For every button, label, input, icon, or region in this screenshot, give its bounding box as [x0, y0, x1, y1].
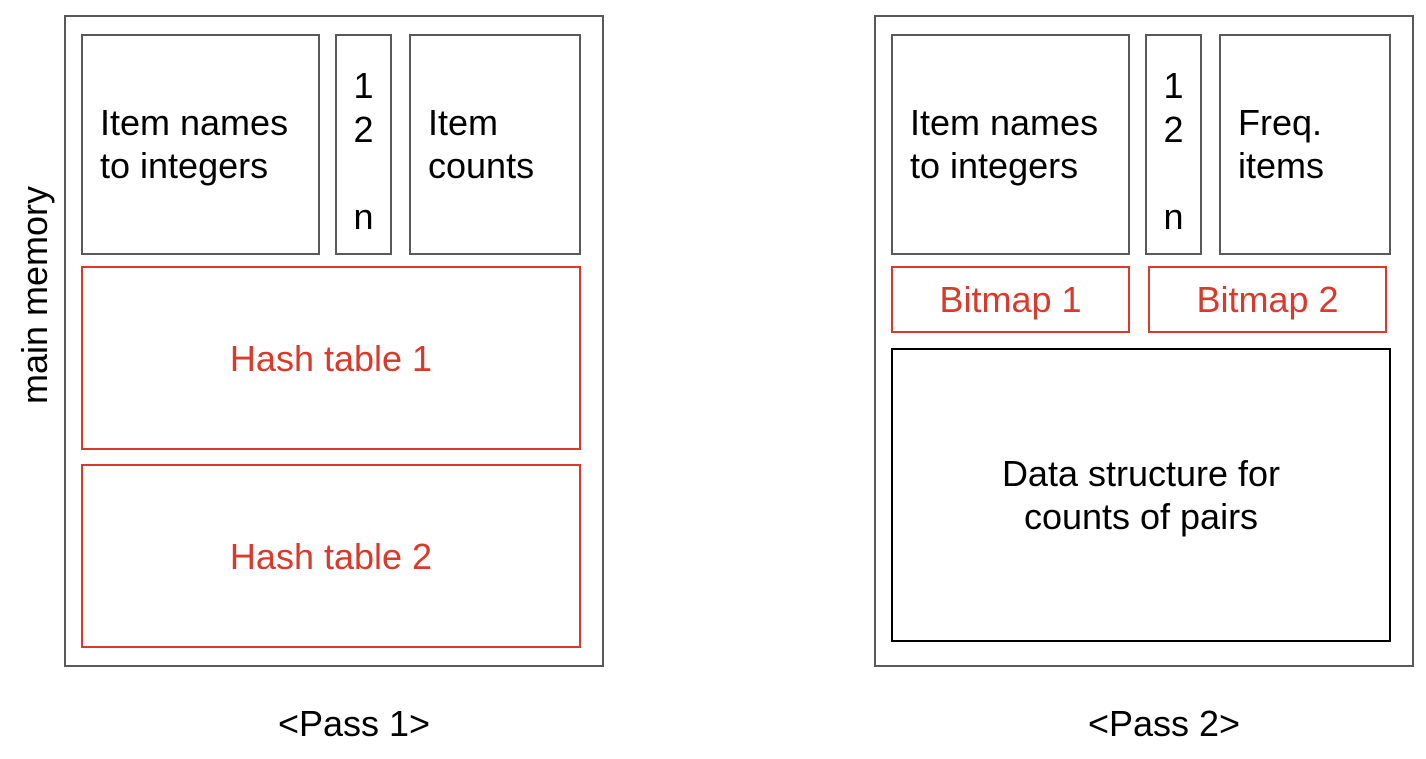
pass1-hash-table-1: Hash table 1: [81, 266, 581, 450]
pass1-index-column: 1 2 n: [335, 34, 392, 255]
pass1-item-counts-line1: Item: [428, 102, 499, 143]
pass2-freq-items-line2: items: [1238, 145, 1325, 186]
pass1-hash-table-2: Hash table 2: [81, 464, 581, 648]
pass2-index-column: 1 2 n: [1145, 34, 1202, 255]
pass1-item-names-line1: Item names: [100, 102, 289, 143]
pass1-item-counts-box: Item counts: [409, 34, 581, 255]
pass1-index-first: 1: [353, 65, 374, 106]
pass1-item-counts-line2: counts: [428, 145, 535, 186]
pass1-index-last: n: [353, 196, 374, 237]
pass2-caption: <Pass 2>: [1087, 702, 1241, 744]
pass2-bitmap-1: Bitmap 1: [891, 266, 1130, 333]
pass2-index-second: 2: [1163, 109, 1184, 150]
pass2-freq-items-line1: Freq.: [1238, 102, 1323, 143]
main-memory-label: main memory: [14, 185, 55, 405]
pass2-item-names-line2: to integers: [910, 145, 1079, 186]
pass2-freq-items-box: Freq. items: [1219, 34, 1391, 255]
pass2-item-names-line1: Item names: [910, 102, 1099, 143]
pass1-memory-frame: [64, 15, 604, 667]
pass2-item-names-box: Item names to integers: [891, 34, 1130, 255]
pass2-memory-frame: [874, 15, 1414, 667]
pass1-caption: <Pass 1>: [277, 702, 431, 744]
pass2-index-first: 1: [1163, 65, 1184, 106]
pass2-pair-counts-box: Data structure for counts of pairs: [891, 348, 1391, 642]
pass1-index-second: 2: [353, 109, 374, 150]
pass2-pair-counts-line2: counts of pairs: [1023, 496, 1259, 537]
pass1-item-names-box: Item names to integers: [81, 34, 320, 255]
pass2-index-last: n: [1163, 196, 1184, 237]
pass2-pair-counts-line1: Data structure for: [1001, 453, 1281, 494]
pass1-item-names-line2: to integers: [100, 145, 269, 186]
pass2-bitmap-2: Bitmap 2: [1148, 266, 1387, 333]
